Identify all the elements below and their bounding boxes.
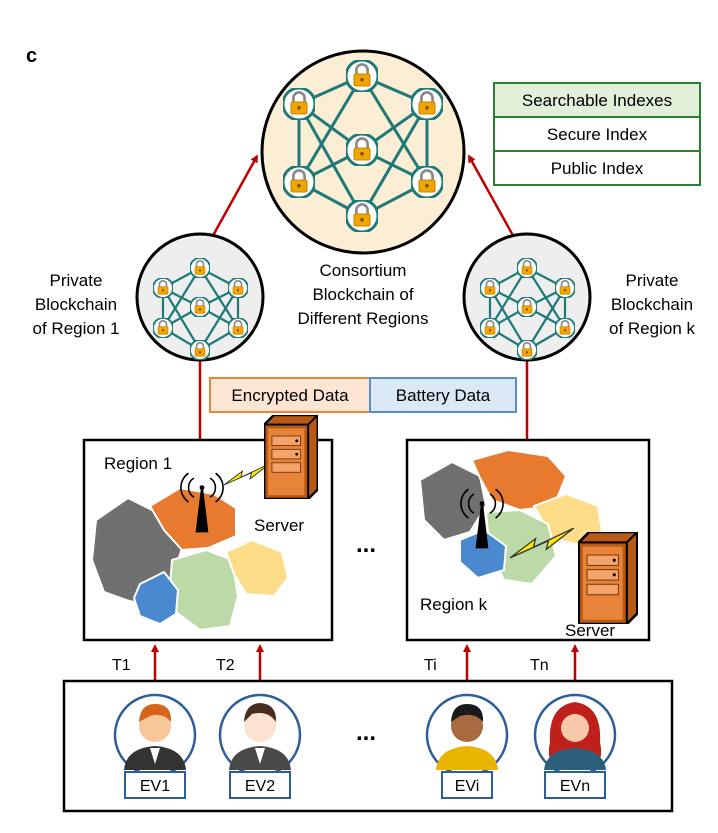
public-index-label: Public Index	[551, 159, 644, 178]
private-left-label: Private Blockchain of Region 1	[33, 271, 120, 338]
region1-server-label: Server	[254, 516, 304, 535]
private-blockchain-regionk	[462, 232, 592, 362]
transaction-t2: T2	[216, 657, 235, 674]
consortium-label-line1: Consortium	[320, 261, 407, 280]
region1-title: Region 1	[104, 454, 172, 473]
region1-map-yellow	[224, 538, 290, 598]
private-left-line3: of Region 1	[33, 319, 120, 338]
ev2-avatar	[218, 693, 302, 777]
private-right-line1: Private	[626, 271, 679, 290]
region1-server-icon	[264, 415, 318, 499]
regionk-map-gray	[418, 460, 488, 542]
transaction-t1: T1	[112, 657, 131, 674]
private-right-line3: of Region k	[609, 319, 695, 338]
private-right-label: Private Blockchain of Region k	[609, 271, 695, 338]
evn-label: EVn	[560, 778, 590, 795]
regionk-title: Region k	[420, 595, 488, 614]
consortium-label-line2: Blockchain of	[312, 285, 413, 304]
evn-avatar	[533, 693, 617, 777]
transaction-ti: Ti	[424, 657, 437, 674]
ev2-label-box	[229, 771, 291, 799]
consortium-blockchain	[260, 49, 466, 255]
battery-data-box	[369, 377, 517, 413]
data-bar: Encrypted Data Battery Data	[209, 377, 517, 413]
regions-ellipsis: ...	[356, 531, 376, 558]
evs-ellipsis: ...	[356, 719, 376, 746]
encrypted-data-label: Encrypted Data	[231, 386, 349, 405]
ev2-label: EV2	[245, 778, 275, 795]
evi-avatar	[425, 693, 509, 777]
private-blockchain-region1	[135, 232, 265, 362]
ev1-avatar	[113, 693, 197, 777]
searchable-indexes-header: Searchable Indexes	[522, 91, 672, 110]
ev1-label-box	[124, 771, 186, 799]
region1-map-orange	[148, 486, 237, 552]
regionk-server-icon	[578, 532, 638, 624]
evi-label: EVi	[455, 778, 480, 795]
searchable-indexes-table: Searchable Indexes Secure Index Public I…	[493, 82, 701, 186]
ev1-label: EV1	[140, 778, 170, 795]
evi-label-box	[441, 771, 493, 799]
encrypted-data-box	[209, 377, 371, 413]
transaction-labels: T1 T2 Ti Tn	[112, 657, 549, 674]
private-left-line2: Blockchain	[35, 295, 117, 314]
private-left-line1: Private	[50, 271, 103, 290]
transaction-tn: Tn	[530, 657, 549, 674]
region1-panel: Region 1 Server	[82, 415, 334, 642]
region1-map-blue	[132, 570, 180, 626]
consortium-label-line3: Different Regions	[297, 309, 428, 328]
private-right-line2: Blockchain	[611, 295, 693, 314]
panel-label: c	[26, 45, 37, 67]
regionk-server-label: Server	[565, 621, 615, 640]
regionk-panel: Region k Server	[405, 438, 651, 642]
consortium-label: Consortium Blockchain of Different Regio…	[297, 261, 428, 328]
secure-index-label: Secure Index	[547, 125, 648, 144]
battery-data-label: Battery Data	[396, 386, 491, 405]
evn-label-box	[544, 771, 606, 799]
ev-users-panel: EV1 EV2 EVi EVn ...	[62, 679, 674, 813]
